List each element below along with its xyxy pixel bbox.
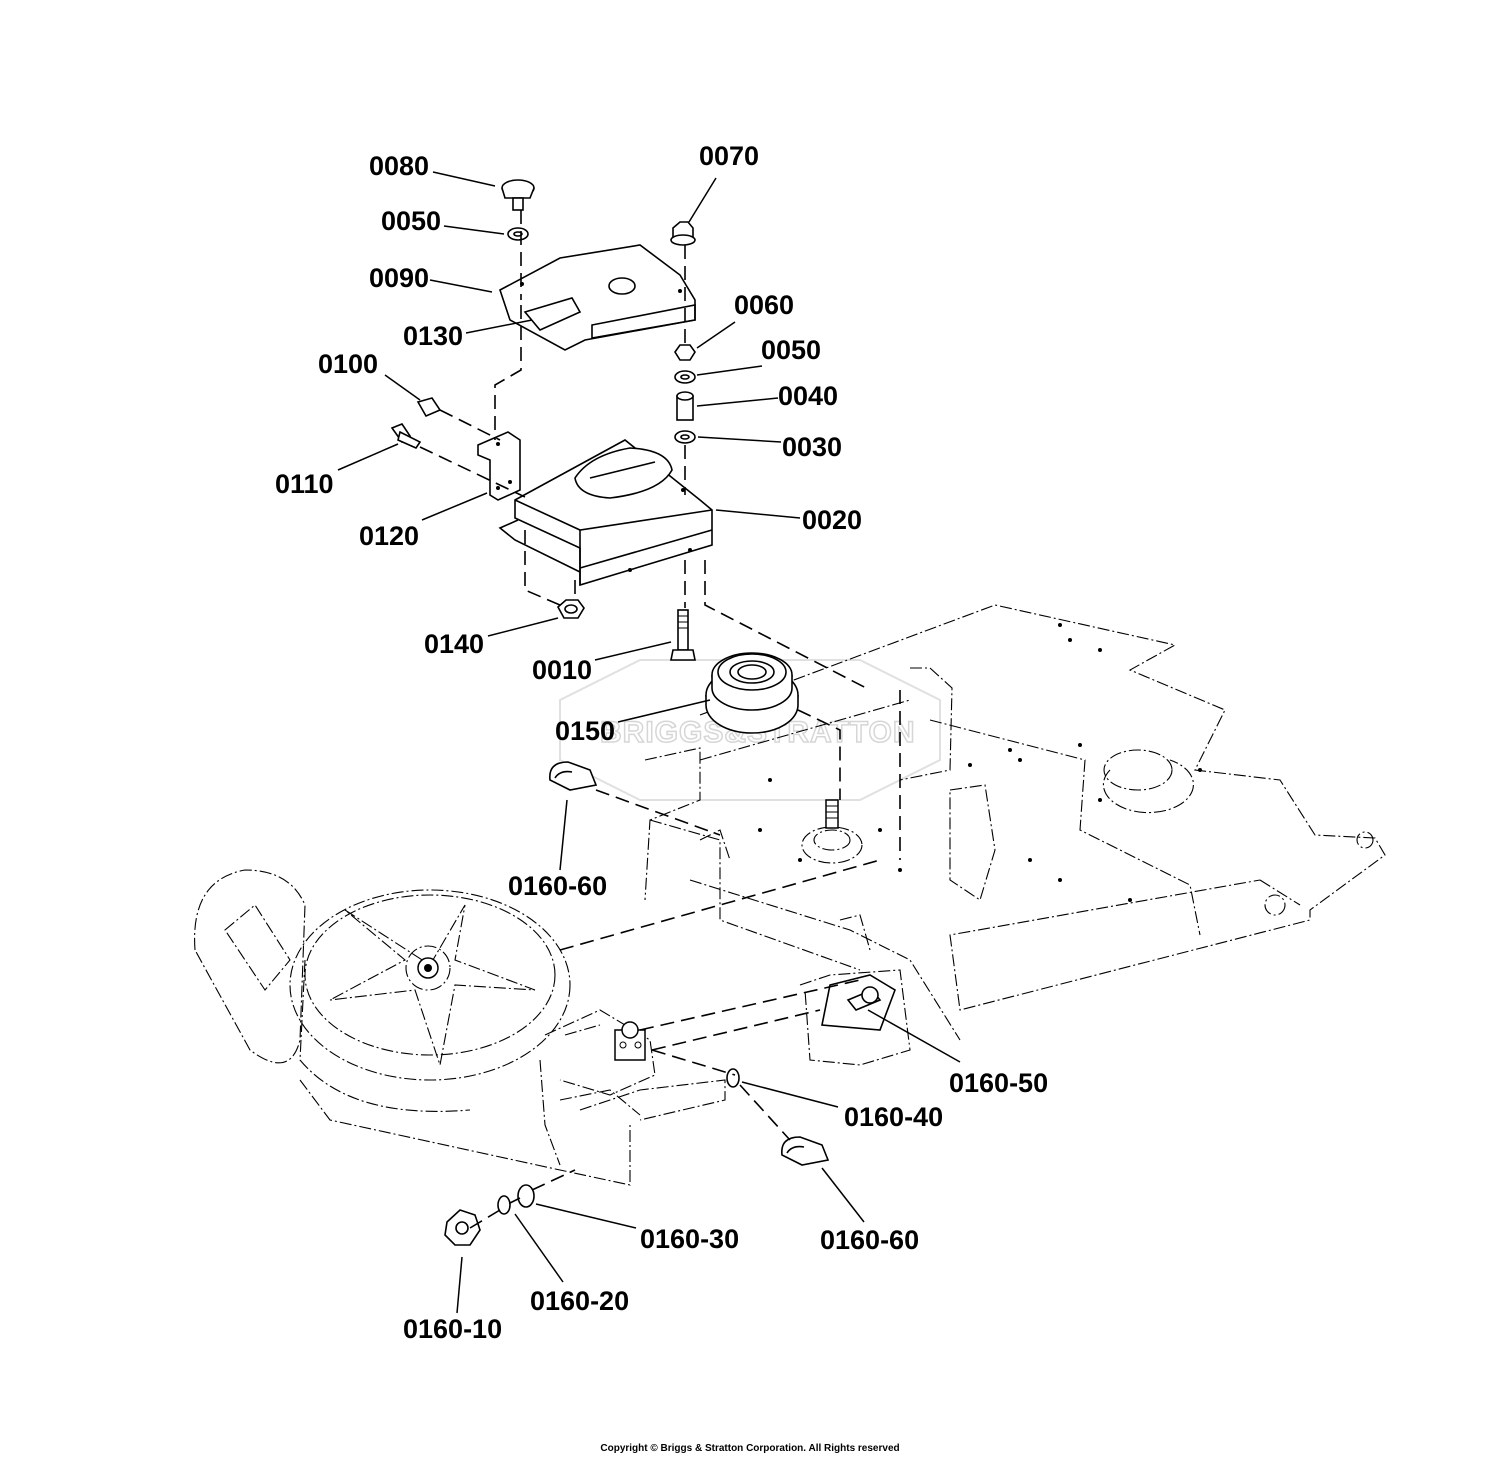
callout-0080: 0080 <box>369 151 429 181</box>
callout-0030: 0030 <box>782 432 842 462</box>
pivot-stud <box>821 974 896 1031</box>
leader-lines <box>337 171 961 1314</box>
callout-0140: 0140 <box>424 629 484 659</box>
washer-right <box>674 370 696 384</box>
callout-0160-20: 0160-20 <box>530 1286 629 1316</box>
callout-0160-60-upper: 0160-60 <box>508 871 607 901</box>
star-knob <box>444 1209 481 1246</box>
hex-bolt <box>670 609 696 661</box>
callout-0100: 0100 <box>318 349 378 379</box>
flat-washer <box>517 1184 535 1208</box>
carriage-bolt <box>390 423 422 450</box>
belt-cover-plate <box>499 244 696 351</box>
belt-guard <box>498 439 713 587</box>
callout-0130: 0130 <box>403 321 463 351</box>
blower-housing <box>194 869 726 1186</box>
mower-deck <box>644 604 1386 1066</box>
callout-0050-right: 0050 <box>761 335 821 365</box>
callout-0110: 0110 <box>275 469 334 499</box>
hex-nut <box>674 344 696 361</box>
callout-0060: 0060 <box>734 290 794 320</box>
hitch-pivot <box>614 1021 646 1061</box>
hitch-pin-lower <box>781 1136 830 1166</box>
callout-0160-40: 0160-40 <box>844 1102 943 1132</box>
mount-bracket <box>477 431 521 501</box>
callout-0090: 0090 <box>369 263 429 293</box>
callout-0070: 0070 <box>699 141 759 171</box>
knob <box>501 179 535 211</box>
callout-0160-50: 0160-50 <box>949 1068 1048 1098</box>
callout-0120: 0120 <box>359 521 419 551</box>
lock-nut <box>556 599 585 619</box>
copyright-notice: Copyright © Briggs & Stratton Corporatio… <box>600 1443 900 1454</box>
flange-nut-top <box>670 221 696 246</box>
callout-0160-30: 0160-30 <box>640 1224 739 1254</box>
callout-0010: 0010 <box>532 655 592 685</box>
callout-labels: 0080 0050 0090 0130 0100 0110 0120 0140 … <box>275 141 1048 1344</box>
washer-lower <box>674 430 696 444</box>
callout-0160-10: 0160-10 <box>403 1314 502 1344</box>
decal <box>523 297 582 331</box>
lock-washer <box>497 1195 511 1215</box>
spring-washer <box>726 1068 740 1088</box>
spindle <box>801 799 863 864</box>
callout-0150: 0150 <box>555 716 615 746</box>
hitch-pin-upper <box>549 761 598 791</box>
assembly-lines <box>419 210 901 1229</box>
callout-0040: 0040 <box>778 381 838 411</box>
spacer <box>676 391 694 421</box>
idler-pulley <box>705 652 799 734</box>
callout-0050-left: 0050 <box>381 206 441 236</box>
clip-nut <box>416 397 442 418</box>
callout-0160-60-lower: 0160-60 <box>820 1225 919 1255</box>
callout-0020: 0020 <box>802 505 862 535</box>
washer-left <box>507 227 529 241</box>
